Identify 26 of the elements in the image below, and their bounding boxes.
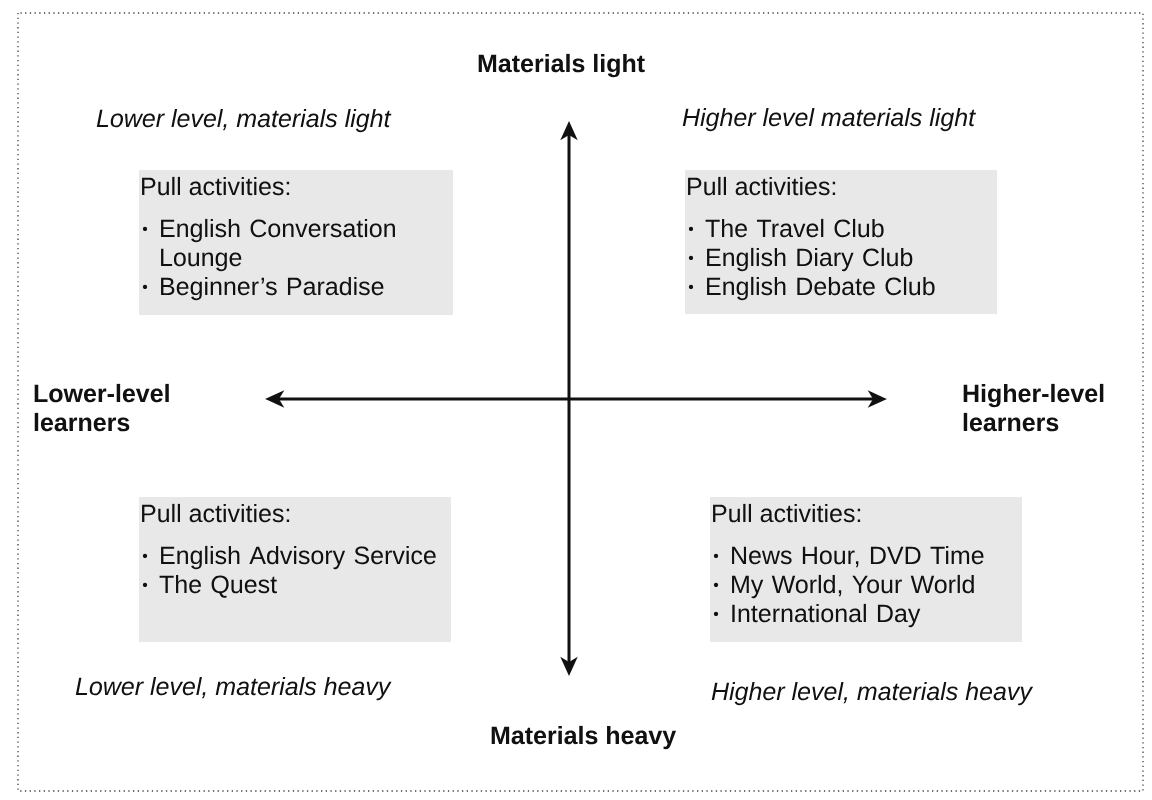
list-item: English Debate Club [707, 276, 935, 301]
axis-label: Materials light [478, 53, 645, 78]
box-heading: Pull activities: [142, 503, 290, 523]
list-item: English Advisory Service [161, 545, 436, 570]
list-item: English Conversation Lounge [161, 218, 395, 272]
list-item: The Travel Club [705, 218, 884, 238]
axis-label: Materials heavy [491, 725, 677, 750]
list-item: My World, Your World [732, 574, 974, 599]
box-heading: Pull activities: [713, 503, 861, 523]
box-heading: Pull activities: [142, 176, 290, 196]
activity-box [685, 170, 997, 314]
axis-label: Lower-level learners [34, 383, 169, 432]
box-heading: Pull activities: [688, 176, 836, 196]
axis-label: Higher-level learners [963, 383, 1104, 432]
quadrant-label: Lower level, materials heavy [75, 676, 392, 701]
quadrant-label: Lower level, materials light [96, 108, 392, 133]
list-item: News Hour, DVD Time [732, 545, 984, 568]
activity-box [139, 497, 451, 642]
quadrant-label: Higher level materials light [682, 107, 976, 132]
list-item: International Day [732, 603, 921, 628]
activity-box [710, 497, 1022, 642]
list-item: Beginner’s Paradise [161, 276, 384, 301]
list-item: The Quest [159, 574, 277, 598]
quadrant-label: Higher level, materials heavy [711, 681, 1034, 706]
list-item: English Diary Club [707, 247, 913, 272]
activity-box [139, 170, 453, 315]
